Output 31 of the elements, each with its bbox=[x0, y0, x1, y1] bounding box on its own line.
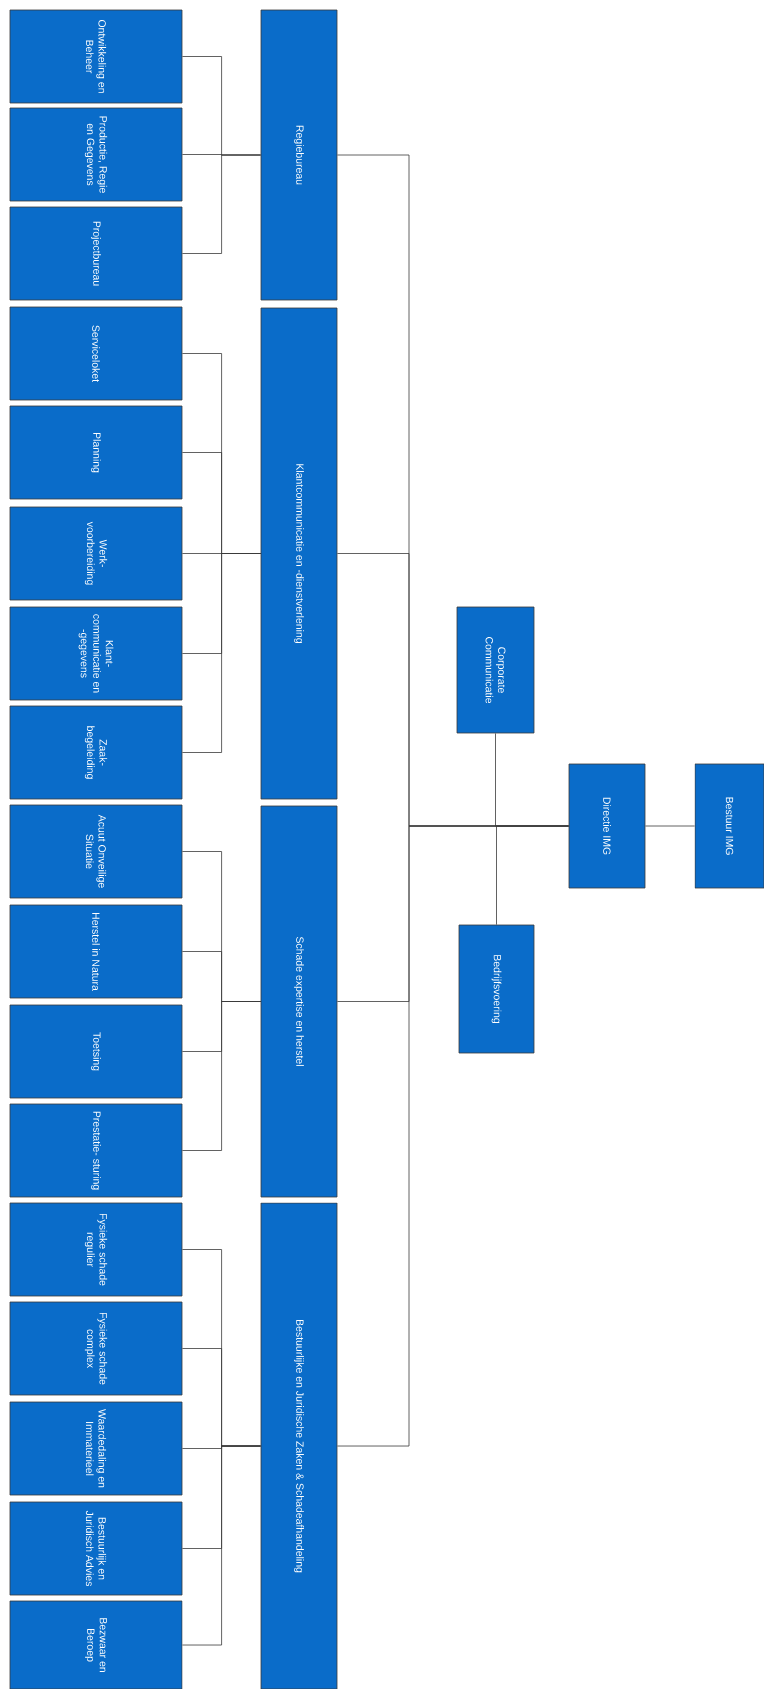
org-box: Bestuurlijke en Juridische Zaken & Schadeafhandeling bbox=[260, 1202, 338, 1689]
org-box: Productie, Regie en Gegevens bbox=[9, 107, 183, 202]
org-box: Klantcommunicatie en -dienstverlening bbox=[260, 307, 338, 800]
connector-line bbox=[182, 1445, 261, 1646]
org-box: Waardedaling en Immaterieel bbox=[9, 1401, 183, 1496]
org-box: Prestatie- sturing bbox=[9, 1103, 183, 1198]
org-box: Bestuurlijk en Juridisch Advies bbox=[9, 1501, 183, 1596]
connector-line bbox=[182, 154, 261, 254]
org-box: Bedrijfsvoering bbox=[458, 924, 535, 1054]
org-box: Klant- communicatie en -gegevens bbox=[9, 606, 183, 701]
org-box: Directie IMG bbox=[568, 763, 646, 889]
org-box: Acuut Onveilige Situatie bbox=[9, 804, 183, 899]
connector-line bbox=[645, 825, 695, 827]
org-box: Bestuur IMG bbox=[694, 763, 764, 889]
org-box: Planning bbox=[9, 405, 183, 500]
org-box: Herstel in Natura bbox=[9, 904, 183, 999]
org-box: Fysieke schade complex bbox=[9, 1301, 183, 1396]
org-box: Toetsing bbox=[9, 1004, 183, 1099]
connector-line bbox=[337, 825, 569, 1447]
org-box: Schade expertise en herstel bbox=[260, 805, 338, 1198]
org-box: Fysieke schade regulier bbox=[9, 1202, 183, 1297]
org-box: Corporate Communicatie bbox=[456, 606, 535, 734]
org-box: Werk- voorbereiding bbox=[9, 506, 183, 601]
org-box: Serviceloket bbox=[9, 306, 183, 401]
org-box: Regiebureau bbox=[260, 9, 338, 301]
org-box: Ontwikkeling en Beheer bbox=[9, 9, 183, 104]
org-box: Projectbureau bbox=[9, 206, 183, 301]
org-box: Zaak- begeleiding bbox=[9, 705, 183, 800]
connector-line bbox=[182, 553, 261, 753]
org-box: Bezwaar en Beroep bbox=[9, 1600, 183, 1689]
connector-line bbox=[182, 1001, 261, 1151]
